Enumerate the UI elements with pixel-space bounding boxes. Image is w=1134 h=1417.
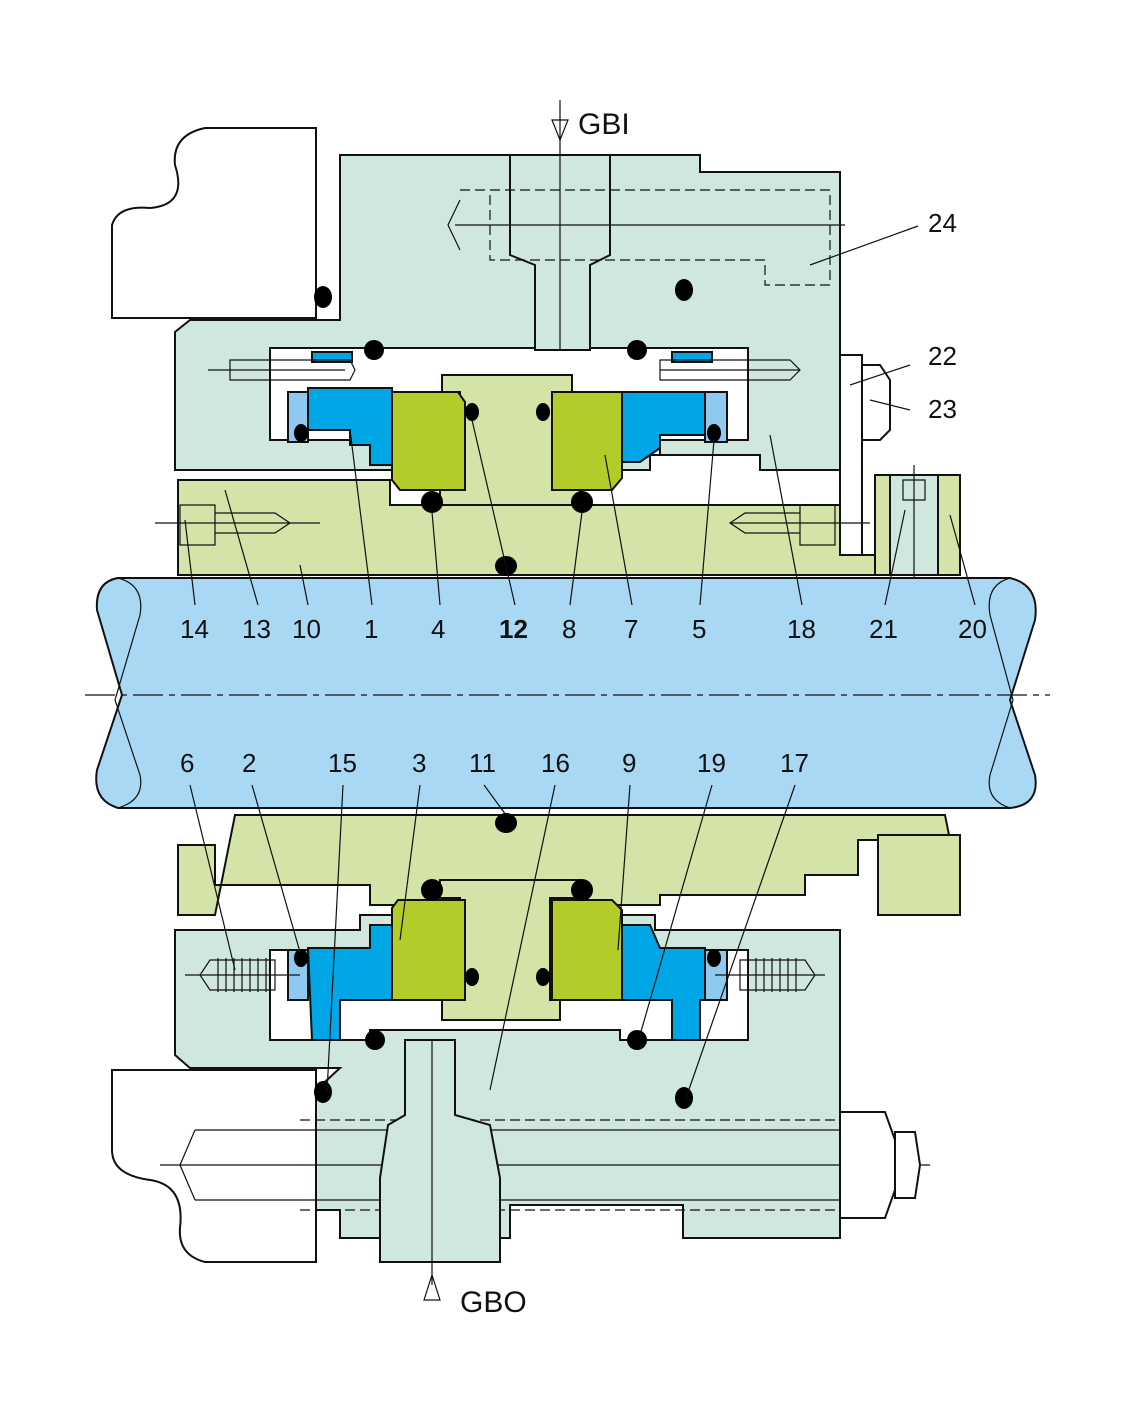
label-20: 20 [958, 614, 987, 644]
label-3: 3 [412, 748, 426, 778]
label-15: 15 [328, 748, 357, 778]
seat-right-bottom [621, 924, 706, 1041]
flange-plate [839, 354, 863, 556]
label-5: 5 [692, 614, 706, 644]
oring-seat-right-bottom [707, 949, 721, 967]
inlet-label: GBI [578, 108, 630, 141]
oring-19 [627, 1030, 647, 1050]
outlet-port [379, 1039, 501, 1263]
label-23: 23 [928, 394, 957, 424]
oring-seat-right-top [707, 424, 721, 442]
drive-pin-right-top [671, 351, 713, 363]
label-19: 19 [697, 748, 726, 778]
label-10: 10 [292, 614, 321, 644]
label-6: 6 [180, 748, 194, 778]
oring-8 [571, 491, 593, 513]
oring-11 [495, 813, 517, 833]
oring-2 [294, 949, 308, 967]
spring-right [715, 958, 825, 992]
seal-face-left-top [391, 391, 466, 491]
label-1: 1 [364, 614, 378, 644]
label-2: 2 [242, 748, 256, 778]
oring-17 [675, 1087, 693, 1109]
label-7: 7 [624, 614, 638, 644]
pump-casing-top [111, 127, 317, 319]
label-18: 18 [787, 614, 816, 644]
label-9: 9 [622, 748, 636, 778]
hex-nut-bottom [839, 1111, 896, 1219]
inlet-arrow [551, 119, 569, 142]
oring-face-left-top [465, 403, 479, 421]
oring-chamber-left-top [364, 340, 384, 360]
label-21: 21 [869, 614, 898, 644]
label-11: 11 [469, 748, 496, 778]
outlet-label: GBO [460, 1286, 527, 1319]
seal-face-left-bottom [391, 899, 466, 1001]
label-14: 14 [180, 614, 209, 644]
spring-left [185, 958, 300, 992]
label-13: 13 [242, 614, 271, 644]
leader-lines [184, 225, 976, 1099]
label-16: 16 [541, 748, 570, 778]
oring-sleeve-right-bottom [571, 879, 593, 901]
oring-casing-top-right [675, 279, 693, 301]
oring-face-right-top [536, 403, 550, 421]
pump-casing-bottom [111, 1069, 317, 1263]
outlet-arrow [423, 1273, 441, 1301]
hex-bolt-top [861, 364, 891, 441]
oring-seat-left-top [294, 424, 308, 442]
oring-face-left-bottom [465, 968, 479, 986]
oring-4 [421, 491, 443, 513]
seal-face-right-bottom [551, 899, 623, 1001]
drive-pin-left-top [311, 351, 353, 363]
stud-bottom [160, 1129, 930, 1201]
oring-chamber-right-top [627, 340, 647, 360]
collar-bottom [877, 834, 961, 916]
oring-chamber-left-bottom [365, 1030, 385, 1050]
oring-15 [314, 1081, 332, 1103]
oring-sleeve-left-bottom [421, 879, 443, 901]
label-17: 17 [780, 748, 809, 778]
oring-face-right-bottom [536, 968, 550, 986]
oring-casing-top-left [314, 286, 332, 308]
label-12: 12 [499, 614, 528, 644]
label-22: 22 [928, 341, 957, 371]
label-24: 24 [928, 208, 957, 238]
label-8: 8 [562, 614, 576, 644]
seal-face-right-top [551, 391, 623, 491]
label-4: 4 [431, 614, 445, 644]
